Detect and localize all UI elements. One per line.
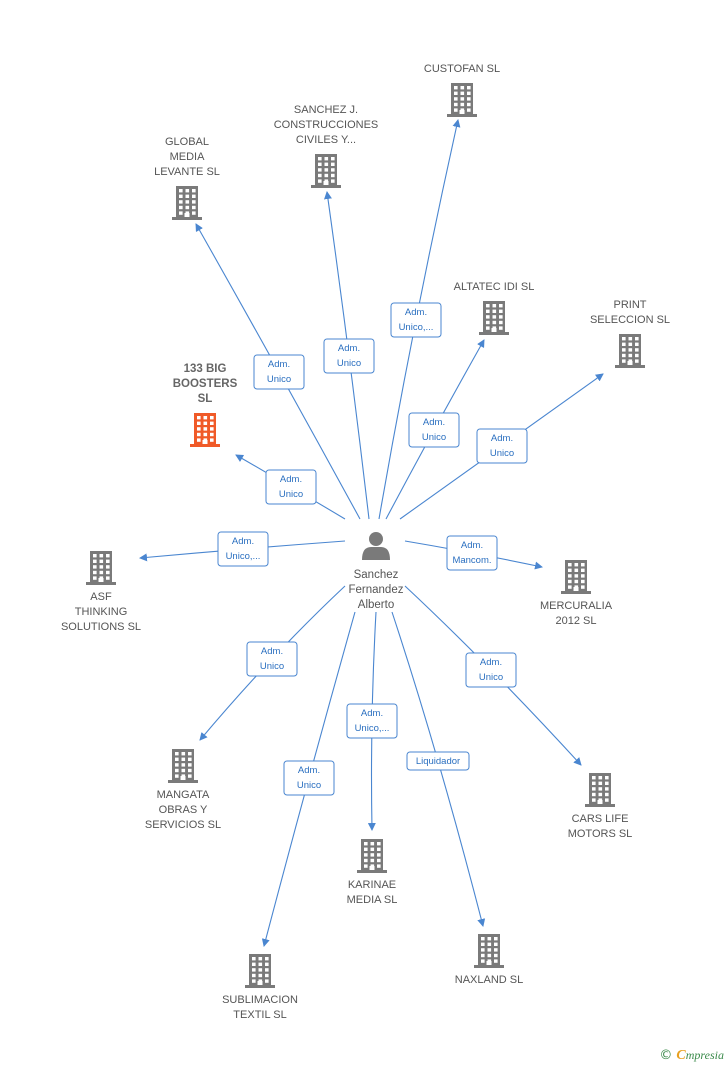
edge-label-sublimacion[interactable]: Adm. Unico — [283, 760, 335, 796]
edge-label-sanchez-j[interactable]: Adm. Unico — [323, 338, 375, 374]
edge-label-text: Unico,... — [226, 551, 261, 562]
company-label-karinae[interactable]: KARINAE MEDIA SL — [346, 879, 398, 906]
company-label-cars-life[interactable]: CARS LIFE MOTORS SL — [567, 813, 633, 840]
edge-label-text: Unico,... — [355, 723, 390, 734]
building-icon[interactable] — [245, 954, 275, 988]
company-label-print-seleccion[interactable]: PRINT SELECCION SL — [589, 299, 671, 326]
edge-label-text: Unico — [337, 358, 361, 369]
edge-label-karinae[interactable]: Adm. Unico,... — [346, 703, 398, 739]
building-icon[interactable] — [86, 551, 116, 585]
building-icon[interactable] — [447, 83, 477, 117]
company-label-altatec[interactable]: ALTATEC IDI SL — [453, 281, 535, 293]
building-icon[interactable] — [585, 773, 615, 807]
edge-label-text: Adm. — [280, 474, 302, 485]
brand-name: mpresia — [685, 1048, 724, 1062]
edge-label-text: Adm. — [232, 536, 254, 547]
edge-label-text: Adm. — [423, 417, 445, 428]
edges-layer: Adm.Unico,...Adm.UnicoAdm.UnicoAdm.Unico… — [139, 119, 604, 947]
edge-label-text: Adm. — [405, 307, 427, 318]
edge-label-text: Adm. — [298, 765, 320, 776]
edge-label-text: Mancom. — [452, 555, 491, 566]
company-label-naxland[interactable]: NAXLAND SL — [454, 974, 524, 986]
company-label-sublimacion[interactable]: SUBLIMACION TEXTIL SL — [222, 994, 298, 1021]
building-icon[interactable] — [190, 413, 220, 447]
edge-label-text: Adm. — [461, 540, 483, 551]
edge-label-text: Liquidador — [416, 756, 460, 767]
edge-label-text: Adm. — [491, 433, 513, 444]
building-icon[interactable] — [357, 839, 387, 873]
company-label-asf[interactable]: ASF THINKING SOLUTIONS SL — [60, 591, 142, 633]
edge-label-mercuralia[interactable]: Adm. Mancom. — [446, 535, 498, 571]
edge-label-text: Unico — [279, 489, 303, 500]
edge-label-text: Adm. — [268, 359, 290, 370]
building-icon[interactable] — [561, 560, 591, 594]
edge-label-naxland[interactable]: Liquidador — [406, 751, 470, 771]
edge-label-print-seleccion[interactable]: Adm. Unico — [476, 428, 528, 464]
company-label-sanchez-j[interactable]: SANCHEZ J. CONSTRUCCIONES CIVILES Y... — [273, 104, 379, 146]
company-label-global-media[interactable]: GLOBAL MEDIA LEVANTE SL — [154, 136, 220, 178]
edge-label-custofan[interactable]: Adm. Unico,... — [390, 302, 442, 338]
empresia-credit[interactable]: ©Cmpresia — [659, 1048, 724, 1064]
edge-label-text: Adm. — [261, 646, 283, 657]
building-icon[interactable] — [479, 301, 509, 335]
edge-label-text: Unico — [267, 374, 291, 385]
edge-label-text: Unico — [260, 661, 284, 672]
edge-label-cars-life[interactable]: Adm. Unico — [465, 652, 517, 688]
icons-layer — [86, 83, 645, 988]
edge-label-text: Unico — [479, 672, 503, 683]
building-icon[interactable] — [615, 334, 645, 368]
edge-label-text: Adm. — [361, 708, 383, 719]
edge-label-text: Adm. — [338, 343, 360, 354]
edge-label-mangata[interactable]: Adm. Unico — [246, 641, 298, 677]
edge-label-text: Unico — [297, 780, 321, 791]
brand-initial: C — [676, 1048, 686, 1063]
building-icon[interactable] — [172, 186, 202, 220]
edge-label-text: Unico — [422, 432, 446, 443]
edge-label-133-big[interactable]: Adm. Unico — [265, 469, 317, 505]
edge-label-text: Adm. — [480, 657, 502, 668]
building-icon[interactable] — [168, 749, 198, 783]
building-icon[interactable] — [311, 154, 341, 188]
company-label-mangata[interactable]: MANGATA OBRAS Y SERVICIOS SL — [144, 789, 222, 831]
edge-label-altatec[interactable]: Adm. Unico — [408, 412, 460, 448]
edge-label-asf[interactable]: Adm. Unico,... — [217, 531, 269, 567]
copyright-symbol: © — [659, 1048, 673, 1063]
company-label-133-big[interactable]: 133 BIG BOOSTERS SL — [172, 363, 238, 405]
edge-label-global-media[interactable]: Adm. Unico — [253, 354, 305, 390]
person-icon[interactable] — [362, 532, 390, 560]
building-icon[interactable] — [474, 934, 504, 968]
person-name-label[interactable]: Sanchez Fernandez Alberto — [348, 569, 404, 611]
edge-label-text: Unico — [490, 448, 514, 459]
company-label-mercuralia[interactable]: MERCURALIA 2012 SL — [539, 600, 613, 627]
company-label-custofan[interactable]: CUSTOFAN SL — [423, 63, 501, 75]
edge-label-text: Unico,... — [399, 322, 434, 333]
